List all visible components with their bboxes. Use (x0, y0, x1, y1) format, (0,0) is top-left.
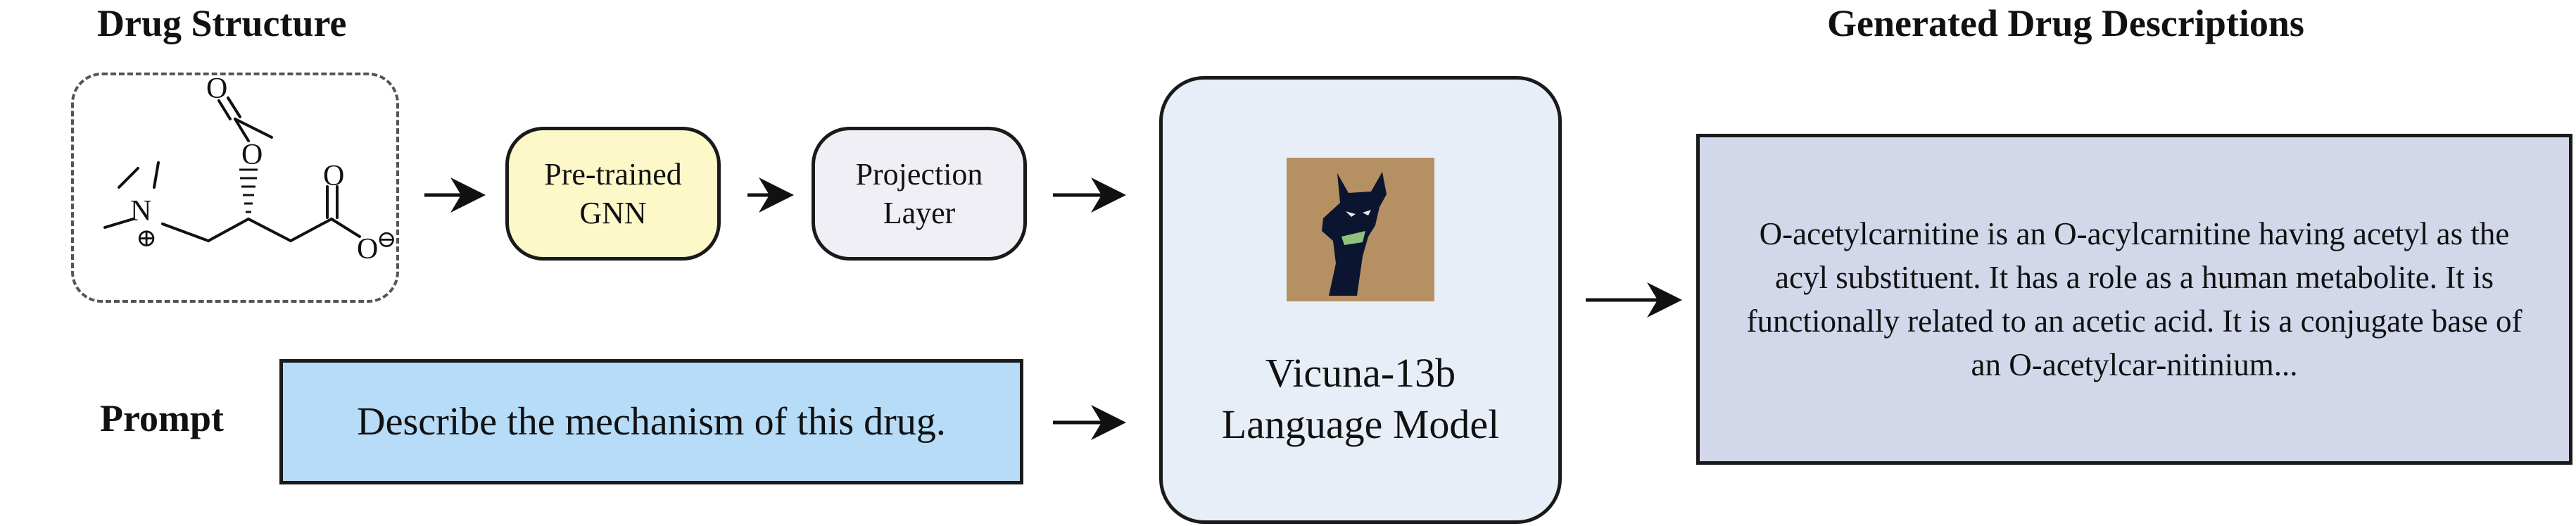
methyl-bond (118, 167, 139, 189)
charge-plus: ⊕ (136, 224, 157, 252)
backbone-bond (161, 223, 210, 242)
carboxylate-bond (330, 218, 361, 238)
nitrogen-atom: N (130, 195, 151, 227)
projection-label-line2: Layer (883, 196, 956, 230)
gnn-label-line2: GNN (579, 196, 647, 230)
prompt-heading: Prompt (100, 397, 224, 439)
drug-structure-heading: Drug Structure (97, 2, 347, 44)
methyl-bond (103, 218, 134, 229)
acyl-oxygen-atom: O (206, 73, 227, 105)
carboxylate-oxygen-atom: O (357, 233, 378, 265)
ester-oxygen-atom: O (241, 139, 263, 171)
gnn-label-line1: Pre-trained (544, 157, 682, 192)
generated-descriptions-heading: Generated Drug Descriptions (1827, 2, 2304, 44)
projection-label-line1: Projection (855, 157, 983, 192)
vicuna-llama-logo-icon (1287, 158, 1434, 301)
charge-minus: ⊖ (377, 227, 397, 253)
backbone-bond (207, 218, 250, 242)
llm-label-line1: Vicuna-13b (1265, 350, 1456, 396)
language-model-box: Vicuna-13b Language Model (1159, 76, 1562, 524)
pretrained-gnn-box: Pre-trained GNN (505, 127, 721, 261)
hashed-wedge-bond (239, 168, 258, 213)
molecule-structure: N ⊕ O O O O ⊖ (103, 73, 397, 265)
llm-label-line2: Language Model (1221, 401, 1500, 447)
backbone-bond (247, 218, 292, 242)
acyl-carbonyl-bond (227, 96, 241, 118)
acyl-carbonyl-bond (217, 99, 232, 120)
projection-layer-box: Projection Layer (812, 127, 1027, 261)
drug-structure-frame (71, 73, 399, 303)
acetyl-methyl-bond (234, 118, 273, 139)
carbonyl-oxygen-atom: O (323, 160, 344, 192)
prompt-box: Describe the mechanism of this drug. (279, 359, 1023, 484)
generated-description-text: O-acetylcarnitine is an O-acylcarnitine … (1746, 215, 2523, 383)
prompt-text: Describe the mechanism of this drug. (357, 400, 946, 444)
methyl-bond (153, 161, 160, 189)
backbone-bond (289, 218, 333, 242)
generated-description-box: O-acetylcarnitine is an O-acylcarnitine … (1696, 134, 2572, 465)
ester-bond (234, 118, 250, 142)
